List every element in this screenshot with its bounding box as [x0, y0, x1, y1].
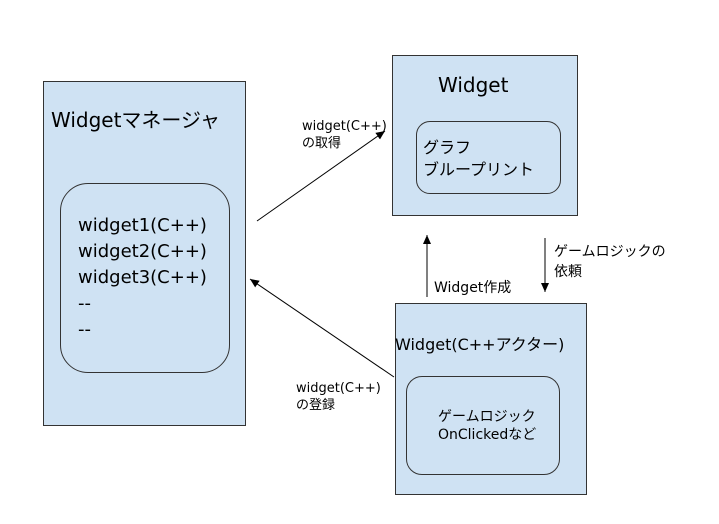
game-logic-label: ゲームロジック OnClickedなど: [438, 408, 536, 444]
widget-list-item: widget3(C++): [78, 267, 207, 288]
widget-list-item: widget1(C++): [78, 215, 207, 236]
register-arrow-label: widget(C++) の登録: [296, 380, 381, 414]
request-arrow-label: ゲームロジックの 依頼: [554, 242, 666, 282]
widget-title: Widget: [438, 73, 509, 97]
blueprint-graph-box: [416, 121, 561, 194]
widget-list-container: [60, 183, 230, 373]
game-logic-line: OnClickedなど: [438, 427, 537, 443]
register-label-line: の登録: [296, 398, 336, 413]
cpp-actor-title: Widget(C++アクター): [395, 335, 565, 354]
create-arrow-label: Widget作成: [434, 280, 512, 296]
widget-manager-title: Widgetマネージャ: [51, 108, 221, 132]
fetch-label-line: widget(C++): [302, 119, 387, 134]
request-label-line: ゲームロジックの: [554, 244, 666, 260]
fetch-label-line: の取得: [302, 136, 342, 151]
game-logic-box: [406, 376, 560, 475]
register-arrow: [249, 278, 395, 378]
fetch-arrow: [256, 130, 386, 222]
fetch-arrow-label: widget(C++) の取得: [302, 118, 387, 152]
game-logic-line: ゲームロジック: [438, 409, 536, 425]
blueprint-graph-line: グラフ: [423, 138, 472, 157]
register-label-line: widget(C++): [296, 381, 381, 396]
blueprint-graph-label: グラフ ブループリント: [423, 137, 534, 181]
blueprint-graph-line: ブループリント: [423, 160, 535, 179]
widget-list-item: --: [78, 293, 91, 314]
widget-list-item: --: [78, 319, 91, 340]
widget-list-item: widget2(C++): [78, 241, 207, 262]
request-label-line: 依頼: [554, 264, 582, 280]
